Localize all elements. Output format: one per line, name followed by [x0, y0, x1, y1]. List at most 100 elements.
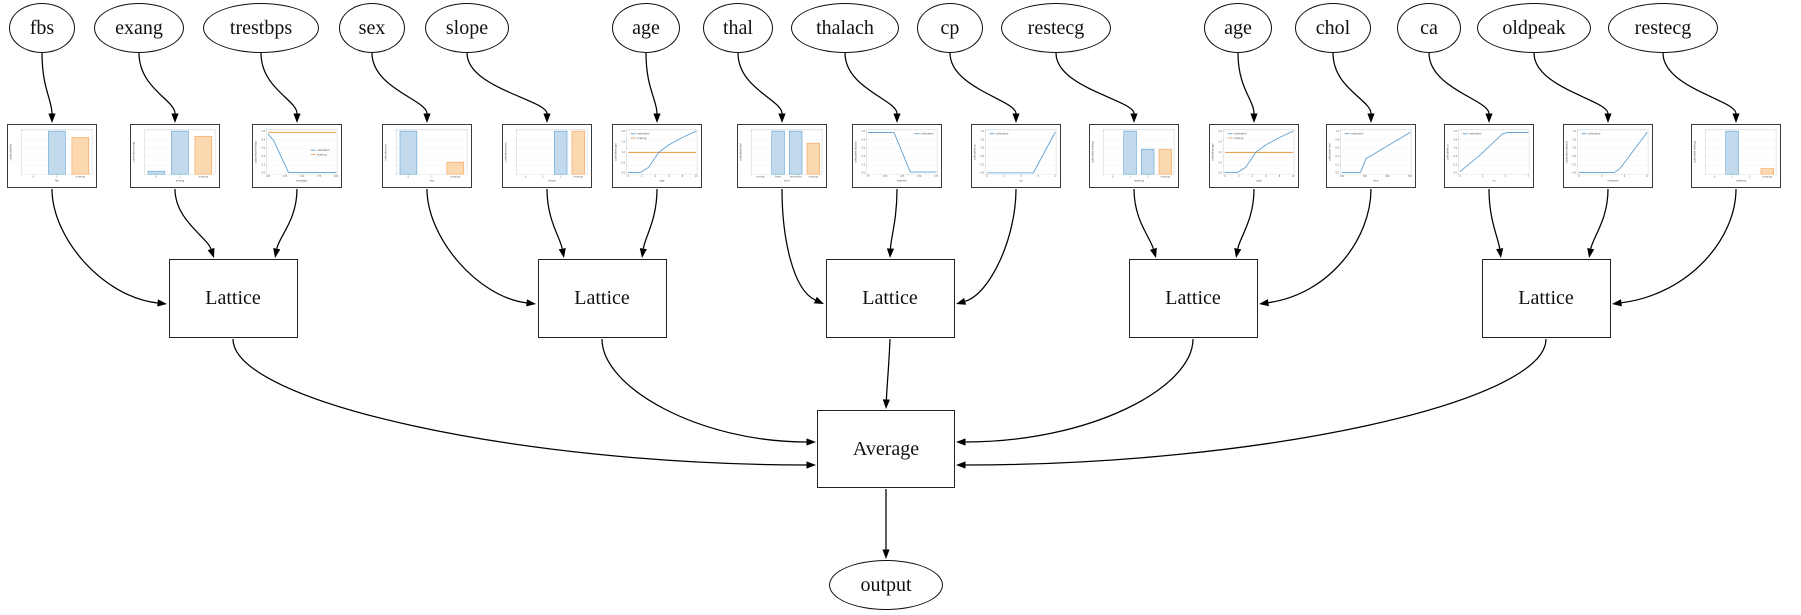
- svg-text:0: 0: [1224, 175, 1226, 178]
- svg-text:1: 1: [1003, 175, 1005, 178]
- edge-feature-to-chart-7: [844, 52, 898, 114]
- svg-text:0.2: 0.2: [1335, 163, 1339, 166]
- svg-text:restecg: restecg: [1736, 178, 1746, 182]
- edge-chart-to-lattice-8: [964, 188, 1017, 302]
- svg-text:0.2: 0.2: [980, 163, 984, 166]
- svg-text:75: 75: [867, 175, 870, 178]
- svg-text:500: 500: [1408, 175, 1413, 178]
- edge-chart-to-lattice-11-arrowhead: [1259, 299, 1269, 307]
- svg-text:2: 2: [1601, 175, 1603, 178]
- svg-text:100: 100: [883, 175, 888, 178]
- feature-node-trestbps-2: trestbps: [203, 3, 319, 53]
- edge-feature-to-chart-0-arrowhead: [48, 113, 56, 123]
- edge-feature-to-chart-11-arrowhead: [1367, 113, 1375, 123]
- edge-chart-to-lattice-12: [1488, 188, 1501, 249]
- svg-text:0: 0: [1578, 175, 1580, 178]
- edge-chart-to-lattice-1: [174, 188, 212, 250]
- svg-text:calibrated restecg: calibrated restecg: [1693, 141, 1696, 163]
- edge-feature-to-chart-6: [737, 52, 783, 114]
- svg-text:normal: normal: [756, 176, 765, 179]
- edge-feature-to-chart-5: [645, 52, 658, 114]
- svg-text:0.8: 0.8: [1572, 138, 1576, 141]
- svg-text:0.4: 0.4: [1572, 155, 1576, 158]
- svg-text:0.6: 0.6: [1453, 147, 1457, 150]
- svg-text:200: 200: [1340, 175, 1345, 178]
- edge-feature-to-chart-4: [466, 52, 548, 114]
- edge-chart-to-lattice-5: [642, 188, 658, 249]
- svg-text:calibrated: calibrated: [996, 132, 1009, 136]
- edge-feature-to-chart-7-arrowhead: [893, 113, 901, 123]
- edge-feature-to-chart-5-arrowhead: [653, 113, 661, 123]
- svg-text:0.2: 0.2: [1453, 163, 1457, 166]
- svg-text:calibrated: calibrated: [1234, 132, 1247, 136]
- svg-text:0.4: 0.4: [1453, 155, 1457, 158]
- edge-feature-to-chart-1-arrowhead: [171, 113, 179, 123]
- svg-text:1: 1: [56, 176, 58, 179]
- svg-text:8: 8: [682, 175, 684, 178]
- svg-text:fbs: fbs: [55, 178, 60, 182]
- svg-text:150: 150: [300, 175, 305, 178]
- feature-node-restecg-14: restecg: [1608, 3, 1718, 53]
- edge-lattice-to-average-5: [965, 338, 1547, 466]
- svg-text:calibrated chol: calibrated chol: [1328, 143, 1331, 161]
- svg-text:reversible: reversible: [790, 176, 803, 179]
- svg-text:125: 125: [283, 175, 288, 178]
- edge-feature-to-chart-12-arrowhead: [1485, 113, 1493, 123]
- svg-text:cp: cp: [1019, 178, 1023, 182]
- svg-text:0: 0: [1459, 175, 1461, 178]
- svg-text:150: 150: [917, 175, 922, 178]
- svg-text:2: 2: [560, 176, 562, 179]
- edge-lattice-to-average-1: [232, 338, 807, 466]
- svg-text:calibrated: calibrated: [1469, 132, 1482, 136]
- svg-text:1: 1: [542, 176, 544, 179]
- svg-text:calibrated thalach: calibrated thalach: [854, 141, 857, 163]
- edge-lattice-to-average-1-arrowhead: [806, 461, 816, 469]
- svg-text:1: 1: [1129, 176, 1131, 179]
- feature-node-age-10: age: [1204, 3, 1272, 53]
- svg-text:0.0: 0.0: [861, 172, 865, 175]
- svg-text:thal: thal: [784, 178, 789, 182]
- edge-chart-to-lattice-8-arrowhead: [956, 297, 967, 305]
- svg-text:calibrated sex: calibrated sex: [384, 143, 387, 161]
- edge-feature-to-chart-9: [1055, 52, 1135, 114]
- svg-text:missing: missing: [574, 176, 584, 179]
- svg-text:0.0: 0.0: [621, 172, 625, 175]
- edge-chart-to-lattice-1-arrowhead: [207, 247, 215, 258]
- edge-feature-to-chart-12: [1428, 52, 1490, 114]
- svg-text:calibrated: calibrated: [637, 132, 650, 136]
- edge-feature-to-chart-8-arrowhead: [1012, 113, 1020, 123]
- edge-feature-to-chart-0: [41, 52, 53, 114]
- lattice-node-2: Lattice: [537, 259, 667, 338]
- edge-chart-to-lattice-9-arrowhead: [1149, 247, 1157, 258]
- feature-node-thalach-7: thalach: [791, 3, 899, 53]
- edge-feature-to-chart-10-arrowhead: [1250, 113, 1258, 123]
- edge-chart-to-lattice-7-arrowhead: [886, 248, 895, 258]
- feature-node-restecg-9: restecg: [1001, 3, 1111, 53]
- feature-node-chol-11: chol: [1295, 3, 1371, 53]
- svg-text:calibrated: calibrated: [921, 132, 934, 136]
- svg-text:1: 1: [179, 176, 181, 179]
- edge-chart-to-lattice-7: [889, 188, 898, 249]
- svg-text:calibrated cp: calibrated cp: [973, 144, 976, 160]
- edge-chart-to-lattice-11: [1268, 188, 1372, 304]
- svg-text:missing: missing: [199, 176, 209, 179]
- edge-lattice-to-average-5-arrowhead: [956, 461, 966, 469]
- svg-text:0: 0: [33, 176, 35, 179]
- svg-text:0.4: 0.4: [980, 155, 984, 158]
- lattice-node-5: Lattice: [1481, 259, 1611, 338]
- feature-node-ca-12: ca: [1397, 3, 1461, 53]
- svg-text:4: 4: [1624, 175, 1626, 178]
- svg-text:4: 4: [1252, 175, 1254, 178]
- svg-text:2.0: 2.0: [621, 130, 625, 133]
- edge-chart-to-lattice-4-arrowhead: [558, 247, 566, 258]
- edge-chart-to-lattice-10: [1237, 188, 1255, 249]
- svg-text:0: 0: [156, 176, 158, 179]
